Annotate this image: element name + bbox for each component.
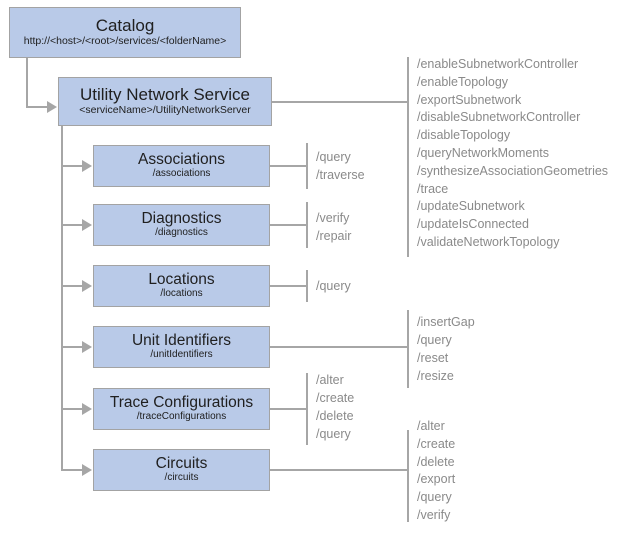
connector-trace-configurations-operations xyxy=(270,408,306,410)
connector-unit-identifiers-operations xyxy=(270,346,407,348)
operation-item: /query xyxy=(417,490,452,505)
node-circuits-title: Circuits xyxy=(155,455,208,473)
operation-item: /traverse xyxy=(316,168,365,182)
connector-diagnostics-operations-bar xyxy=(306,202,308,248)
node-trace-configurations-subtitle: /traceConfigurations xyxy=(136,411,227,423)
operation-item: /export xyxy=(417,472,456,487)
connector-unit-identifiers-operations-bar xyxy=(407,310,409,388)
node-locations-subtitle: /locations xyxy=(160,288,203,300)
operation-item: /disableSubnetworkController xyxy=(417,110,581,125)
node-unit-identifiers-title: Unit Identifiers xyxy=(131,332,232,350)
connector-associations-operations xyxy=(270,165,306,167)
node-circuits: Circuits /circuits xyxy=(93,449,270,491)
connector-circuits-operations-bar xyxy=(407,430,409,522)
operation-item: /query xyxy=(417,333,452,347)
operation-item: /synthesizeAssociationGeometries xyxy=(417,163,609,178)
node-service-title: Utility Network Service xyxy=(79,85,251,105)
operation-item: /reset xyxy=(417,351,449,365)
operations-list-service: /enableSubnetworkController /enableTopol… xyxy=(417,56,608,252)
connector-trunk xyxy=(61,126,63,471)
node-locations: Locations /locations xyxy=(93,265,270,307)
connector-trace-configurations-operations-bar xyxy=(306,373,308,445)
connector-service-operations xyxy=(272,101,407,103)
node-locations-title: Locations xyxy=(148,271,215,289)
node-diagnostics-subtitle: /diagnostics xyxy=(155,227,208,239)
arrowhead-icon xyxy=(82,403,92,415)
operations-list-associations: /query /traverse xyxy=(316,148,365,184)
connector-service-operations-bar xyxy=(407,57,409,257)
operation-item: /trace xyxy=(417,181,449,196)
node-associations-subtitle: /associations xyxy=(152,168,211,180)
operation-item: /updateSubnetwork xyxy=(417,199,525,214)
operation-item: /create xyxy=(417,436,456,451)
operation-item: /verify xyxy=(417,507,451,522)
node-trace-configurations: Trace Configurations /traceConfiguration… xyxy=(93,388,270,430)
operation-item: /alter xyxy=(417,419,445,433)
connector-branch-unit-identifiers xyxy=(61,346,83,348)
arrowhead-icon xyxy=(82,464,92,476)
node-catalog-subtitle: http://<host>/<root>/services/<folderNam… xyxy=(23,35,227,48)
operations-list-unit-identifiers: /insertGap /query /reset /resize xyxy=(417,313,475,385)
operation-item: /repair xyxy=(316,229,352,243)
operation-item: /resize xyxy=(417,369,454,383)
connector-catalog-horizontal xyxy=(26,106,48,108)
operation-item: /updateIsConnected xyxy=(417,217,529,232)
operation-item: /disableTopology xyxy=(417,128,511,143)
node-unit-identifiers: Unit Identifiers /unitIdentifiers xyxy=(93,326,270,368)
arrowhead-icon xyxy=(47,101,57,113)
arrowhead-icon xyxy=(82,160,92,172)
connector-catalog-vertical xyxy=(26,58,28,108)
node-catalog-title: Catalog xyxy=(95,16,155,36)
connector-locations-operations-bar xyxy=(306,270,308,302)
operation-item: /verify xyxy=(316,211,350,225)
operation-item: /create xyxy=(316,391,355,405)
connector-associations-operations-bar xyxy=(306,143,308,189)
arrowhead-icon xyxy=(82,219,92,231)
node-associations: Associations /associations xyxy=(93,145,270,187)
connector-branch-associations xyxy=(61,165,83,167)
node-circuits-subtitle: /circuits xyxy=(164,472,199,484)
operation-item: /query xyxy=(316,427,351,441)
connector-locations-operations xyxy=(270,285,306,287)
operations-list-diagnostics: /verify /repair xyxy=(316,209,351,245)
operation-item: /queryNetworkMoments xyxy=(417,145,549,160)
node-service-subtitle: <serviceName>/UtilityNetworkServer xyxy=(79,104,251,117)
operations-list-trace-configurations: /alter /create /delete /query xyxy=(316,371,354,443)
connector-diagnostics-operations xyxy=(270,224,306,226)
arrowhead-icon xyxy=(82,341,92,353)
operation-item: /enableTopology xyxy=(417,74,509,89)
node-diagnostics: Diagnostics /diagnostics xyxy=(93,204,270,246)
node-trace-configurations-title: Trace Configurations xyxy=(109,394,254,412)
node-diagnostics-title: Diagnostics xyxy=(141,210,222,228)
node-unit-identifiers-subtitle: /unitIdentifiers xyxy=(150,349,213,361)
connector-circuits-operations xyxy=(270,469,407,471)
operation-item: /query xyxy=(316,150,351,164)
operation-item: /exportSubnetwork xyxy=(417,92,522,107)
operation-item: /validateNetworkTopology xyxy=(417,234,560,249)
operation-item: /delete xyxy=(316,409,354,423)
operations-list-circuits: /alter /create /delete /export /query /v… xyxy=(417,418,455,525)
connector-branch-diagnostics xyxy=(61,224,83,226)
operation-item: /delete xyxy=(417,454,455,469)
operation-item: /alter xyxy=(316,373,344,387)
operation-item: /insertGap xyxy=(417,315,475,329)
operations-list-locations: /query xyxy=(316,277,351,295)
node-catalog: Catalog http://<host>/<root>/services/<f… xyxy=(9,7,241,58)
connector-branch-circuits xyxy=(61,469,83,471)
arrowhead-icon xyxy=(82,280,92,292)
operation-item: /query xyxy=(316,279,351,293)
operation-item: /enableSubnetworkController xyxy=(417,57,579,71)
connector-branch-locations xyxy=(61,285,83,287)
node-utility-network-service: Utility Network Service <serviceName>/Ut… xyxy=(58,77,272,126)
connector-branch-trace-configurations xyxy=(61,408,83,410)
node-associations-title: Associations xyxy=(137,151,225,169)
